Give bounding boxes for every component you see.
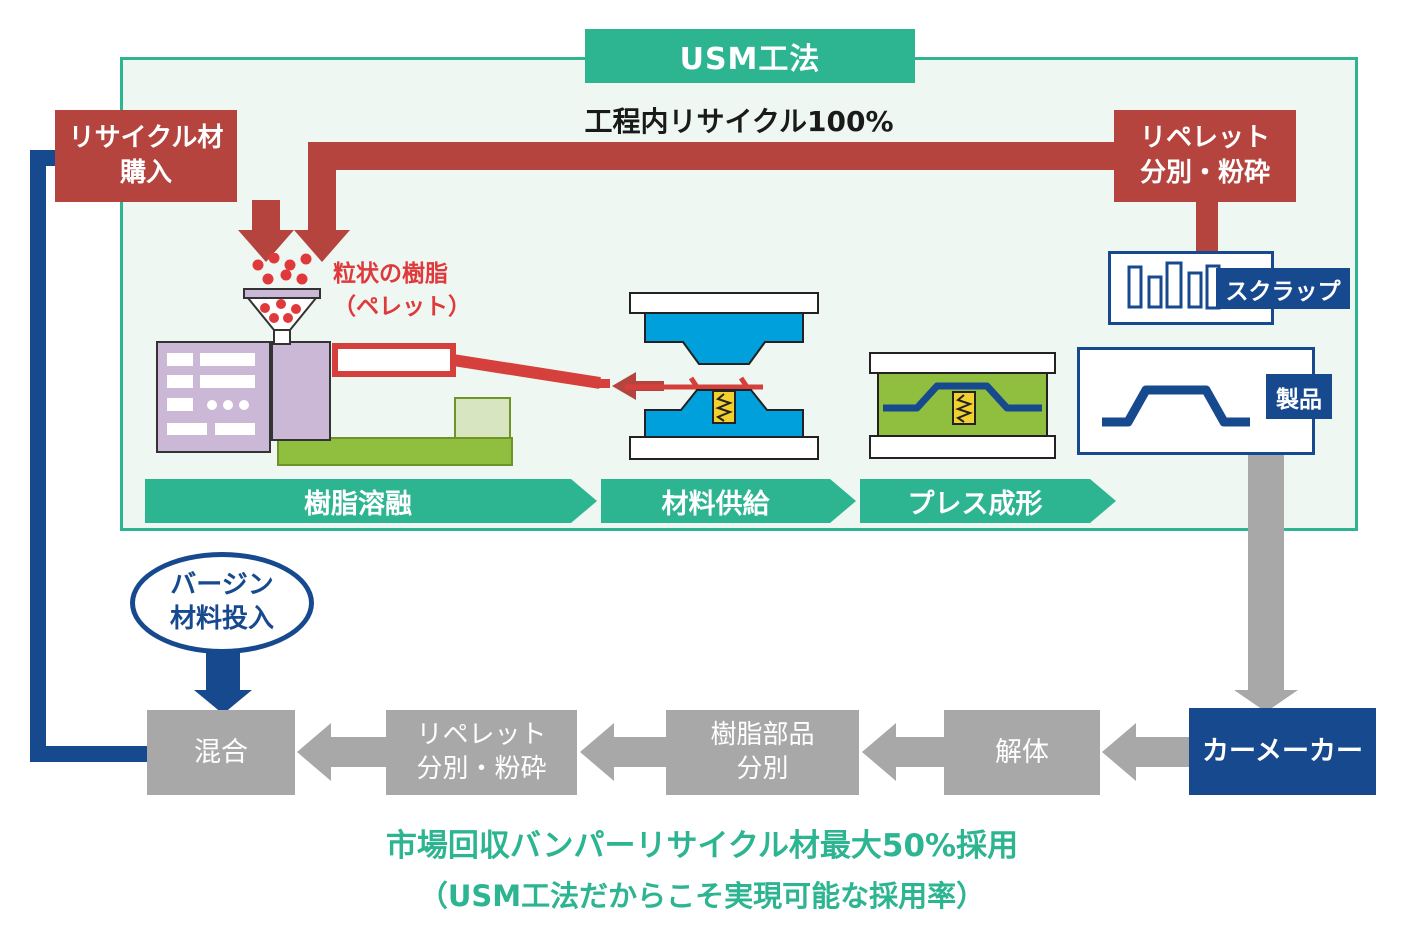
hopper-icon <box>243 253 321 345</box>
press-upper-mold <box>644 312 804 365</box>
product-label: 製品 <box>1266 374 1332 419</box>
stage-resin-melting-label: 樹脂溶融 <box>304 488 412 520</box>
ejector-block <box>712 390 736 424</box>
virgin-material-line1: バージン <box>170 570 274 601</box>
repellet-separation-box: リペレット 分別・粉砕 <box>1114 110 1296 202</box>
gray-arrow-separation-to-repellet <box>580 723 666 781</box>
repellet-separation-line1: リペレット <box>1139 122 1270 153</box>
flow-step-resin-parts-label2: 分別 <box>736 753 789 784</box>
stage-press-forming: プレス成形 <box>860 479 1116 523</box>
gray-arrow-dismantle-to-separation <box>862 723 945 781</box>
spring-icon-2 <box>955 394 973 423</box>
machine-base <box>277 437 513 466</box>
flow-step-dismantling-label: 解体 <box>995 736 1049 768</box>
scrap-label: スクラップ <box>1216 268 1350 309</box>
stage-material-supply: 材料供給 <box>601 479 856 523</box>
blue-arrow-virgin-to-mixing <box>194 652 252 714</box>
footer-line2: （USM工法だからこそ実現可能な採用率） <box>418 879 986 913</box>
flow-step-dismantling: 解体 <box>944 710 1100 795</box>
recycled-material-purchase-box: リサイクル材 購入 <box>55 110 237 202</box>
footer-note: 市場回収バンパーリサイクル材最大50%採用 （USM工法だからこそ実現可能な採用… <box>0 820 1404 915</box>
pellet-annotation-line2: （ペレット） <box>333 294 471 321</box>
gray-arrow-repellet-to-mixing <box>297 723 386 781</box>
page-title: USM工法 <box>585 29 915 83</box>
bumper-profile-icon <box>1102 385 1250 427</box>
flow-step-repellet-label2: 分別・粉砕 <box>416 753 547 784</box>
injection-barrel <box>332 343 610 439</box>
flow-step-repellet: リペレット 分別・粉砕 <box>386 710 577 795</box>
recycled-material-purchase-line1: リサイクル材 <box>68 122 224 153</box>
stage-press-forming-label: プレス成形 <box>907 488 1043 520</box>
flow-step-mixing: 混合 <box>147 710 295 795</box>
ejector-block-2 <box>952 391 976 425</box>
footer-line1: 市場回収バンパーリサイクル材最大50%採用 <box>385 828 1019 864</box>
recycled-material-purchase-line2: 購入 <box>119 158 172 188</box>
in-process-recycle-label: 工程内リサイクル100% <box>584 105 894 138</box>
virgin-material-line2: 材料投入 <box>169 604 274 634</box>
pellet-annotation: 粒状の樹脂 （ペレット） <box>333 258 471 325</box>
flow-step-resin-parts-label: 樹脂部品 <box>710 719 815 750</box>
press2-bottom-platen <box>869 435 1056 459</box>
virgin-material-input: バージン 材料投入 <box>130 552 314 654</box>
stage-material-supply-label: 材料供給 <box>661 488 770 520</box>
stage-resin-melting: 樹脂溶融 <box>145 479 597 523</box>
flow-step-mixing-label: 混合 <box>194 736 248 768</box>
flow-step-repellet-label: リペレット <box>416 719 547 750</box>
repellet-separation-line2: 分別・粉砕 <box>1139 158 1270 188</box>
injection-molding-machine-illustration <box>156 253 610 466</box>
press-forming-illustration <box>869 352 1056 459</box>
gray-arrow-carmaker-to-dismantle <box>1102 723 1190 781</box>
spring-icon <box>715 393 733 422</box>
press-bottom-platen <box>629 436 819 460</box>
flow-step-carmaker-label: カーメーカー <box>1202 735 1363 767</box>
pellet-annotation-line1: 粒状の樹脂 <box>333 261 448 287</box>
flow-step-resin-parts-separation: 樹脂部品 分別 <box>666 710 859 795</box>
flow-step-carmaker: カーメーカー <box>1189 708 1376 795</box>
press2-top-platen <box>869 352 1056 374</box>
press-open-mold-illustration <box>625 292 819 460</box>
machine-cabinet <box>156 341 331 453</box>
press-top-platen <box>629 292 819 314</box>
page-title-text: USM工法 <box>679 42 821 77</box>
formed-bumper-profile <box>883 382 1042 412</box>
